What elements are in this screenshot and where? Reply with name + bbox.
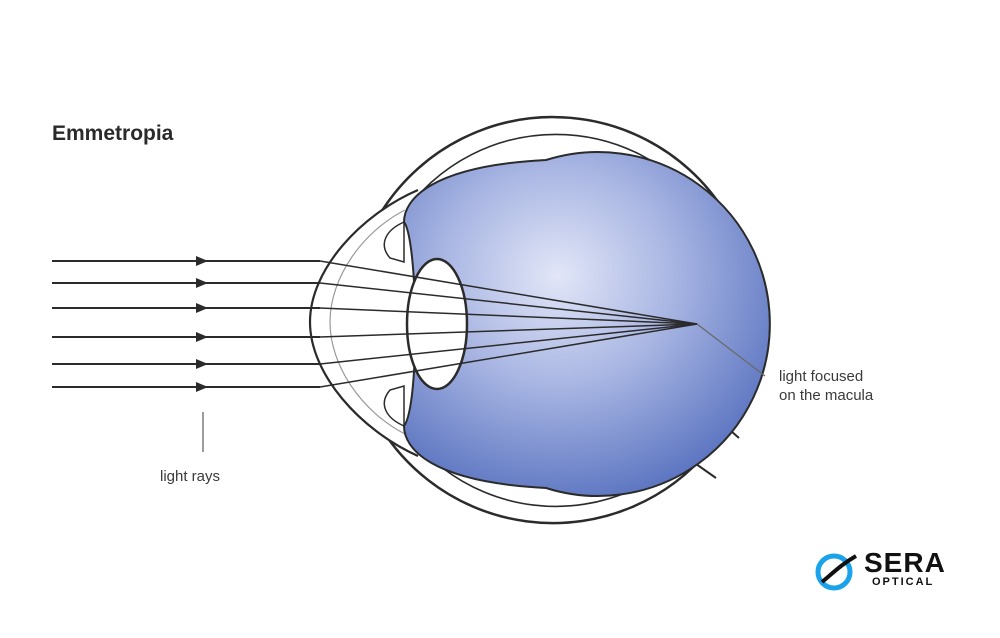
iris-top bbox=[383, 220, 405, 263]
logo-subtitle: OPTICAL bbox=[872, 576, 935, 588]
ray-arrowhead bbox=[196, 382, 208, 392]
focus-label-line1: light focused bbox=[779, 368, 863, 385]
converging-ray bbox=[319, 323, 698, 388]
ray-arrowhead bbox=[196, 332, 208, 342]
converging-ray bbox=[319, 282, 698, 325]
lens bbox=[405, 257, 469, 391]
iris-bottom bbox=[383, 385, 405, 428]
converging-ray bbox=[319, 307, 698, 325]
sera-optical-logo: SERA OPTICAL bbox=[812, 548, 962, 596]
converging-ray bbox=[319, 260, 698, 325]
ray-arrowheads bbox=[196, 256, 208, 392]
ray-arrowhead bbox=[196, 256, 208, 266]
macula-leader bbox=[696, 323, 766, 377]
converging-light-rays bbox=[319, 260, 698, 388]
converging-ray bbox=[319, 323, 698, 338]
converging-ray bbox=[319, 323, 698, 365]
ray-arrowhead bbox=[196, 359, 208, 369]
light-rays-label: light rays bbox=[160, 468, 220, 485]
vitreous-body bbox=[402, 151, 771, 497]
logo-mark-icon bbox=[815, 553, 857, 591]
incoming-light-rays bbox=[52, 260, 320, 388]
diagram-title: Emmetropia bbox=[52, 122, 174, 145]
logo-wordmark: SERA bbox=[864, 547, 946, 578]
ray-arrowhead bbox=[196, 278, 208, 288]
ray-arrowhead bbox=[196, 303, 208, 313]
anterior-chamber bbox=[329, 209, 406, 435]
focus-label-line2: on the macula bbox=[779, 387, 874, 404]
